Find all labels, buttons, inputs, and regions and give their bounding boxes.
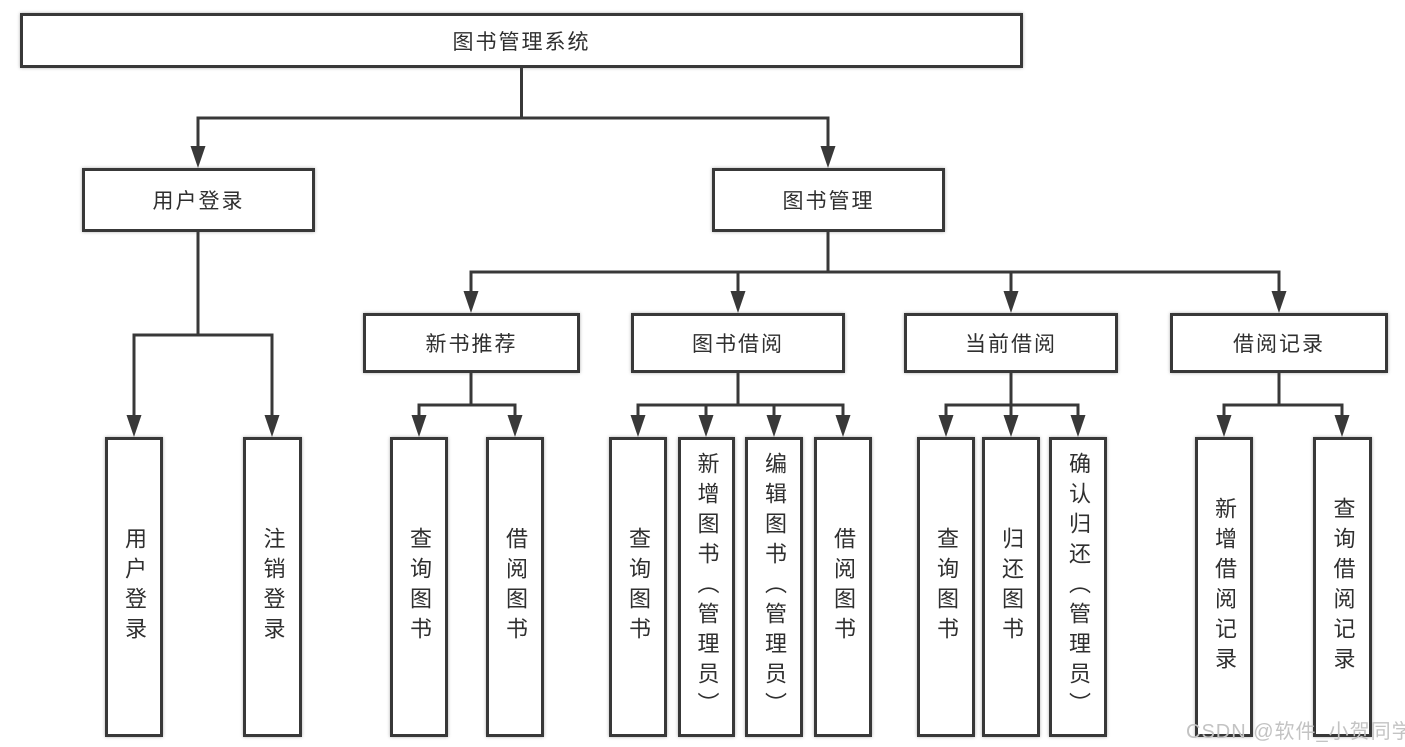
arrow-head <box>698 415 714 437</box>
leaf-add-borrow-record-label: 新增借阅记录 <box>1212 497 1237 677</box>
node-new-book-recommend-label: 新书推荐 <box>425 333 518 356</box>
arrow-head <box>835 415 851 437</box>
arrow-head <box>463 291 479 313</box>
leaf-query-books-current: 查询图书 <box>917 437 975 737</box>
node-book-borrowing: 图书借阅 <box>631 313 845 373</box>
leaf-logout-label: 注销登录 <box>260 527 286 647</box>
arrow-head <box>1216 415 1232 437</box>
arrow-head <box>630 415 646 437</box>
connector-userlogin-to-leaves <box>132 232 274 421</box>
leaf-query-books-borrowing: 查询图书 <box>609 437 667 737</box>
arrow-head <box>766 415 782 437</box>
leaf-add-borrow-record: 新增借阅记录 <box>1195 437 1253 737</box>
leaf-add-books-admin-label: 新增图书（管理员） <box>694 452 720 722</box>
arrow-heads <box>126 146 1350 437</box>
node-new-book-recommend: 新书推荐 <box>363 313 580 373</box>
arrow-head <box>1070 415 1086 437</box>
arrow-head <box>264 415 280 437</box>
arrow-head <box>1334 415 1350 437</box>
leaf-return-books: 归还图书 <box>982 437 1040 737</box>
node-root: 图书管理系统 <box>20 13 1023 68</box>
connector-bookborrow-to-leaves <box>636 373 845 421</box>
arrow-head <box>1003 415 1019 437</box>
connector-root-to-level2 <box>196 68 830 152</box>
leaf-borrow-books-recommend: 借阅图书 <box>486 437 544 737</box>
arrow-head <box>1003 291 1019 313</box>
connector-newbookrec-to-leaves <box>417 373 517 421</box>
arrow-head <box>1271 291 1287 313</box>
leaf-query-books-recommend: 查询图书 <box>390 437 448 737</box>
leaf-edit-books-admin-label: 编辑图书（管理员） <box>762 452 787 722</box>
node-borrowing-records: 借阅记录 <box>1170 313 1388 373</box>
node-book-management-label: 图书管理 <box>782 190 875 213</box>
arrow-head <box>190 146 206 168</box>
node-book-management: 图书管理 <box>712 168 945 232</box>
leaf-return-books-label: 归还图书 <box>999 527 1024 647</box>
arrow-head <box>507 415 523 437</box>
arrow-head <box>730 291 746 313</box>
leaf-borrow-books-recommend-label: 借阅图书 <box>503 527 528 647</box>
node-borrowing-records-label: 借阅记录 <box>1233 333 1325 356</box>
leaf-confirm-return-admin-label: 确认归还（管理员） <box>1066 452 1091 722</box>
leaf-add-books-admin: 新增图书（管理员） <box>678 437 735 737</box>
node-current-borrowing-label: 当前借阅 <box>965 333 1057 356</box>
node-book-borrowing-label: 图书借阅 <box>692 333 784 356</box>
leaf-confirm-return-admin: 确认归还（管理员） <box>1049 437 1107 737</box>
leaf-logout: 注销登录 <box>243 437 302 737</box>
leaf-query-borrow-record-label: 查询借阅记录 <box>1330 497 1356 677</box>
arrow-head <box>411 415 427 437</box>
leaf-query-books-borrowing-label: 查询图书 <box>626 527 651 647</box>
arrow-head <box>126 415 142 437</box>
node-user-login-label: 用户登录 <box>152 190 245 213</box>
leaf-query-borrow-record: 查询借阅记录 <box>1313 437 1372 737</box>
leaf-user-login: 用户登录 <box>105 437 163 737</box>
leaf-borrow-books-borrowing-label: 借阅图书 <box>831 527 856 647</box>
connector-borrowrecord-to-leaves <box>1222 373 1344 421</box>
connector-currentborrow-to-leaves <box>944 373 1080 421</box>
leaf-edit-books-admin: 编辑图书（管理员） <box>745 437 803 737</box>
connector-bookmgmt-to-level3 <box>469 232 1281 297</box>
connector-paths <box>132 68 1344 421</box>
node-user-login: 用户登录 <box>82 168 315 232</box>
arrow-head <box>938 415 954 437</box>
leaf-borrow-books-borrowing: 借阅图书 <box>814 437 872 737</box>
leaf-query-books-recommend-label: 查询图书 <box>407 527 432 647</box>
csdn-watermark: CSDN @软件_小贺同学 <box>1186 721 1405 743</box>
leaf-user-login-label: 用户登录 <box>122 527 147 647</box>
node-current-borrowing: 当前借阅 <box>904 313 1118 373</box>
leaf-query-books-current-label: 查询图书 <box>934 527 959 647</box>
node-root-label: 图书管理系统 <box>452 30 591 54</box>
arrow-head <box>820 146 836 168</box>
